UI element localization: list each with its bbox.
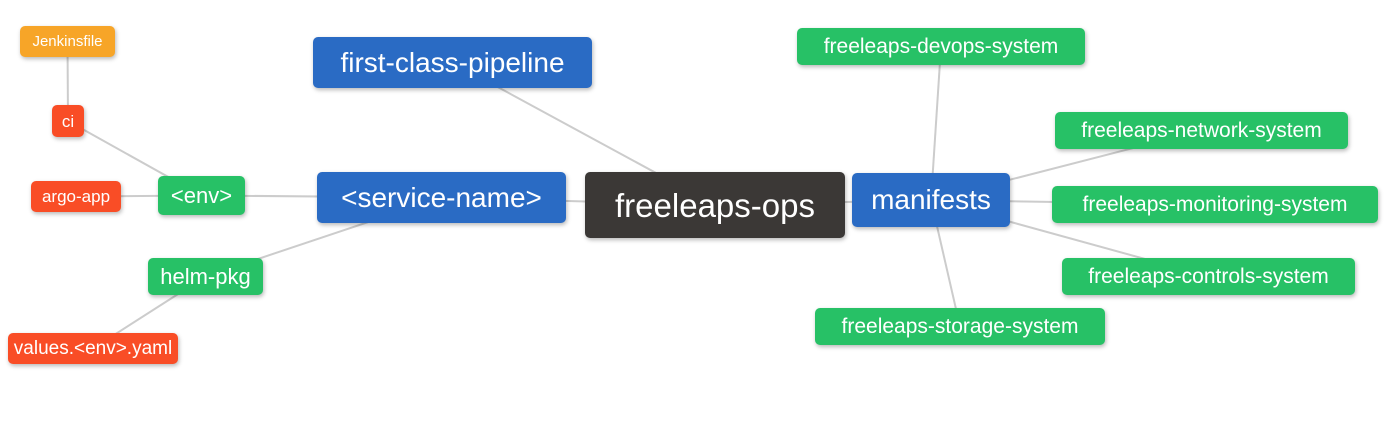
node-freeleaps-devops-system[interactable]: freeleaps-devops-system — [797, 28, 1085, 65]
node-first-class-pipeline[interactable]: first-class-pipeline — [313, 37, 592, 88]
node-env[interactable]: <env> — [158, 176, 245, 215]
node-freeleaps-monitoring-system[interactable]: freeleaps-monitoring-system — [1052, 186, 1378, 223]
node-argo-app[interactable]: argo-app — [31, 181, 121, 212]
node-helm-pkg[interactable]: helm-pkg — [148, 258, 263, 295]
node-ci[interactable]: ci — [52, 105, 84, 137]
node-freeleaps-controls-system[interactable]: freeleaps-controls-system — [1062, 258, 1355, 295]
node-values-env-yaml[interactable]: values.<env>.yaml — [8, 333, 178, 364]
node-freeleaps-ops[interactable]: freeleaps-ops — [585, 172, 845, 238]
node-freeleaps-network-system[interactable]: freeleaps-network-system — [1055, 112, 1348, 149]
node-jenkinsfile[interactable]: Jenkinsfile — [20, 26, 115, 57]
node-freeleaps-storage-system[interactable]: freeleaps-storage-system — [815, 308, 1105, 345]
node-manifests[interactable]: manifests — [852, 173, 1010, 227]
node-service-name[interactable]: <service-name> — [317, 172, 566, 223]
